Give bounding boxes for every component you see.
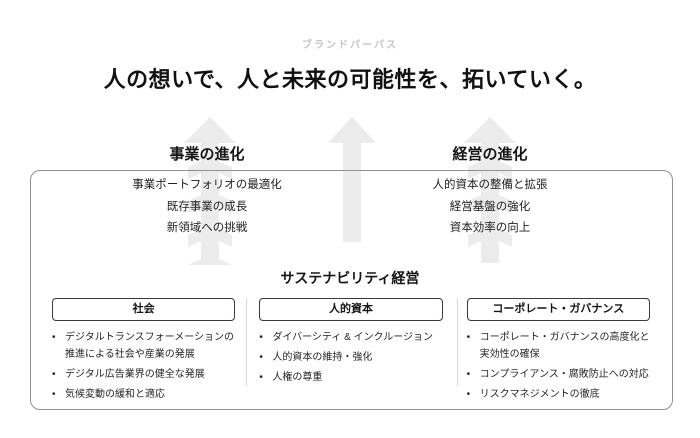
- bullet-item: • ダイバーシティ & インクルージョン: [259, 330, 442, 347]
- governance-label: コーポレート・ガバナンス: [466, 298, 650, 321]
- bullet-dot: •: [259, 352, 263, 363]
- bullet-item: • デジタルトランスフォーメーションの推進による社会や産業の発展: [52, 330, 235, 363]
- bullet-text: 人的資本の維持・強化: [272, 352, 373, 363]
- business-evolution-list: 事業ポートフォリオの最適化 既存事業の成長 新領域への挑戦: [99, 175, 315, 240]
- bullet-text: コーポレート・ガバナンスの高度化と実効性の確保: [479, 332, 650, 360]
- column-divider: [457, 298, 458, 386]
- list-item: 資本効率の向上: [449, 222, 531, 234]
- list-item: 人的資本の整備と拡張: [432, 179, 548, 191]
- bullet-dot: •: [259, 332, 263, 343]
- bullet-text: デジタル広告業界の健全な発展: [65, 368, 205, 380]
- bullet-dot: •: [466, 388, 471, 400]
- page-title: 人の想いで、人と未来の可能性を、拓いていく。: [103, 67, 597, 92]
- up-arrow-segmented-icon: [464, 117, 516, 263]
- list-item: 事業ポートフォリオの最適化: [132, 179, 282, 191]
- bullet-dot: •: [52, 368, 56, 380]
- column-governance: コーポレート・ガバナンス • コーポレート・ガバナンスの高度化と実効性の確保 •…: [455, 298, 662, 407]
- up-arrow-icon: [328, 117, 376, 242]
- bullet-item: • デジタル広告業界の健全な発展: [52, 367, 235, 384]
- bullet-item: • コンプライアンス・腐敗防止への対応: [467, 367, 650, 384]
- bullet-item: • 人権の尊重: [259, 370, 442, 387]
- business-evolution-heading: 事業の進化: [169, 146, 245, 163]
- human-capital-label: 人的資本: [259, 298, 443, 321]
- human-capital-bullet-list: • ダイバーシティ & インクルージョン • 人的資本の維持・強化 • 人権の尊…: [259, 330, 442, 387]
- management-evolution-heading: 経営の進化: [452, 146, 528, 163]
- list-item: 既存事業の成長: [166, 200, 248, 213]
- strategy-box: [30, 170, 673, 410]
- bullet-text: デジタルトランスフォーメーションの推進による社会や産業の発展: [65, 332, 234, 360]
- management-evolution-list: 人的資本の整備と拡張 経営基盤の強化 資本効率の向上: [382, 175, 598, 240]
- bullet-text: リスクマネジメントの徹底: [479, 388, 600, 400]
- list-item: 新領域への挑戦: [166, 222, 248, 234]
- bullet-text: 人権の尊重: [272, 372, 323, 383]
- bullet-item: • コーポレート・ガバナンスの高度化と実効性の確保: [467, 330, 650, 363]
- bullet-item: • リスクマネジメントの徹底: [467, 387, 650, 404]
- bullet-item: • 人的資本の維持・強化: [259, 350, 442, 367]
- bullet-dot: •: [466, 368, 471, 380]
- column-human-capital: 人的資本 • ダイバーシティ & インクルージョン • 人的資本の維持・強化 •…: [247, 298, 454, 407]
- bullet-text: 気候変動の緩和と適応: [65, 388, 165, 400]
- bullet-dot: •: [466, 332, 471, 343]
- list-item: 経営基盤の強化: [449, 200, 531, 213]
- brand-purpose-label: ブランドパーパス: [302, 40, 398, 51]
- column-divider: [246, 298, 247, 386]
- society-bullet-list: • デジタルトランスフォーメーションの推進による社会や産業の発展 • デジタル広…: [52, 330, 235, 403]
- governance-bullet-list: • コーポレート・ガバナンスの高度化と実効性の確保 • コンプライアンス・腐敗防…: [467, 330, 650, 403]
- bullet-dot: •: [52, 388, 56, 400]
- bullet-text: ダイバーシティ & インクルージョン: [272, 332, 434, 343]
- column-society: 社会 • デジタルトランスフォーメーションの推進による社会や産業の発展 • デジ…: [40, 298, 247, 407]
- society-label: 社会: [52, 298, 236, 321]
- sustainability-heading: サステナビリティ経営: [280, 270, 420, 286]
- up-arrow-segmented-icon: [184, 117, 236, 265]
- sustainability-columns: 社会 • デジタルトランスフォーメーションの推進による社会や産業の発展 • デジ…: [40, 298, 662, 407]
- bullet-dot: •: [52, 332, 56, 343]
- bullet-dot: •: [259, 372, 263, 383]
- bullet-text: コンプライアンス・腐敗防止への対応: [479, 368, 649, 380]
- bullet-item: • 気候変動の緩和と適応: [52, 387, 235, 404]
